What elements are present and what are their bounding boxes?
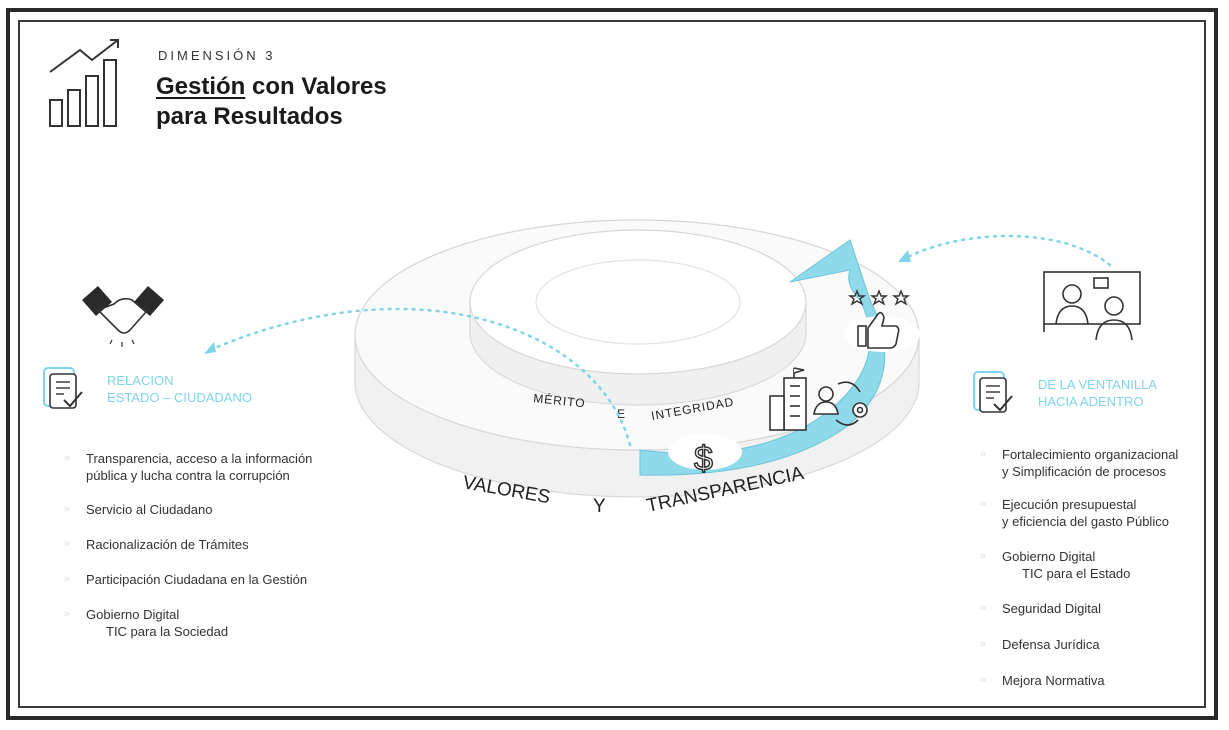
list-item-text: Participación Ciudadana en la Gestión — [86, 572, 308, 587]
list-item: Defensa Jurídica — [980, 636, 1212, 653]
thumbs-oval — [844, 316, 920, 352]
list-item-subtext: y eficiencia del gasto Público — [1002, 514, 1169, 529]
list-item: Participación Ciudadana en la Gestión — [64, 571, 346, 588]
list-item: Servicio al Ciudadano — [64, 501, 346, 518]
inner-frame — [18, 20, 1206, 708]
left-heading-line-1: RELACION — [107, 373, 174, 388]
inner-disk-top — [469, 229, 807, 375]
right-heading-line-1: DE LA VENTANILLA — [1038, 377, 1157, 392]
list-item-text: Servicio al Ciudadano — [86, 502, 213, 517]
list-item: Racionalización de Trámites — [64, 536, 346, 553]
list-item-text: Gobierno Digital — [86, 607, 180, 622]
title-line-2: para Resultados — [156, 103, 343, 130]
inner-ring-word-1: MÉRITO — [533, 390, 587, 410]
title-rest: con Valores — [245, 73, 387, 100]
outer-frame — [6, 8, 1218, 720]
left-heading-line-2: ESTADO – CIUDADANO — [107, 390, 252, 405]
list-item: Mejora Normativa — [980, 672, 1212, 689]
right-checklist-icon — [973, 371, 1013, 413]
dimension-label: DIMENSIÓN 3 — [158, 48, 276, 63]
list-item: Seguridad Digital — [980, 600, 1212, 617]
list-item-text: Seguridad Digital — [1002, 601, 1102, 616]
right-item-list: Fortalecimiento organizacional y Simplifi… — [980, 446, 1212, 689]
inner-ring-word-2: E — [617, 407, 626, 421]
dollar-oval — [668, 434, 742, 470]
ring-diagram: MÉRITO E INTEGRIDAD VALORES Y TRANSPAREN… — [354, 219, 920, 517]
person-gear-icon — [813, 381, 868, 426]
left-item-list: Transparencia, acceso a la información p… — [64, 450, 346, 640]
list-item: Fortalecimiento organizacional y Simplifi… — [980, 446, 1212, 480]
outer-ring-word-2: Y — [593, 496, 606, 517]
left-checklist-icon — [43, 367, 83, 409]
list-item-subtext: TIC para la Sociedad — [106, 624, 229, 639]
right-arrowhead — [898, 250, 911, 262]
list-item-text: Ejecución presupuestal — [1002, 497, 1137, 512]
right-heading-line-2: HACIA ADENTRO — [1038, 394, 1144, 409]
list-item: Transparencia, acceso a la información p… — [64, 450, 346, 484]
list-item-subtext: TIC para el Estado — [1022, 566, 1131, 581]
left-arrowhead — [204, 342, 216, 354]
list-item-text: Fortalecimiento organizacional — [1002, 447, 1179, 462]
rating-stars-icon — [847, 289, 911, 306]
title-underlined-word: Gestión — [156, 73, 246, 100]
right-section-heading: DE LA VENTANILLA HACIA ADENTRO — [1038, 376, 1157, 410]
left-section-heading: RELACION ESTADO – CIUDADANO — [107, 372, 252, 406]
thumbs-up-icon — [857, 311, 900, 349]
video-call-icon — [1043, 271, 1141, 341]
list-item-text: Gobierno Digital — [1002, 549, 1096, 564]
growth-chart-icon — [49, 39, 119, 127]
right-dotted-arrow — [904, 234, 1112, 267]
list-item-text: Transparencia, acceso a la información p… — [86, 451, 313, 483]
dollar-icon: $ — [694, 440, 713, 478]
list-item-subtext: y Simplificación de procesos — [1002, 464, 1167, 479]
list-item-text: Mejora Normativa — [1002, 673, 1105, 688]
left-dotted-arrow — [208, 307, 632, 447]
buildings-icon — [769, 367, 807, 431]
page-title: Gestión con Valores para Resultados — [156, 72, 387, 132]
handshake-icon — [82, 286, 164, 347]
list-item: Ejecución presupuestal y eficiencia del g… — [980, 496, 1212, 530]
inner-ring-line — [535, 259, 741, 345]
list-item-text: Racionalización de Trámites — [86, 537, 249, 552]
list-item-text: Defensa Jurídica — [1002, 637, 1100, 652]
